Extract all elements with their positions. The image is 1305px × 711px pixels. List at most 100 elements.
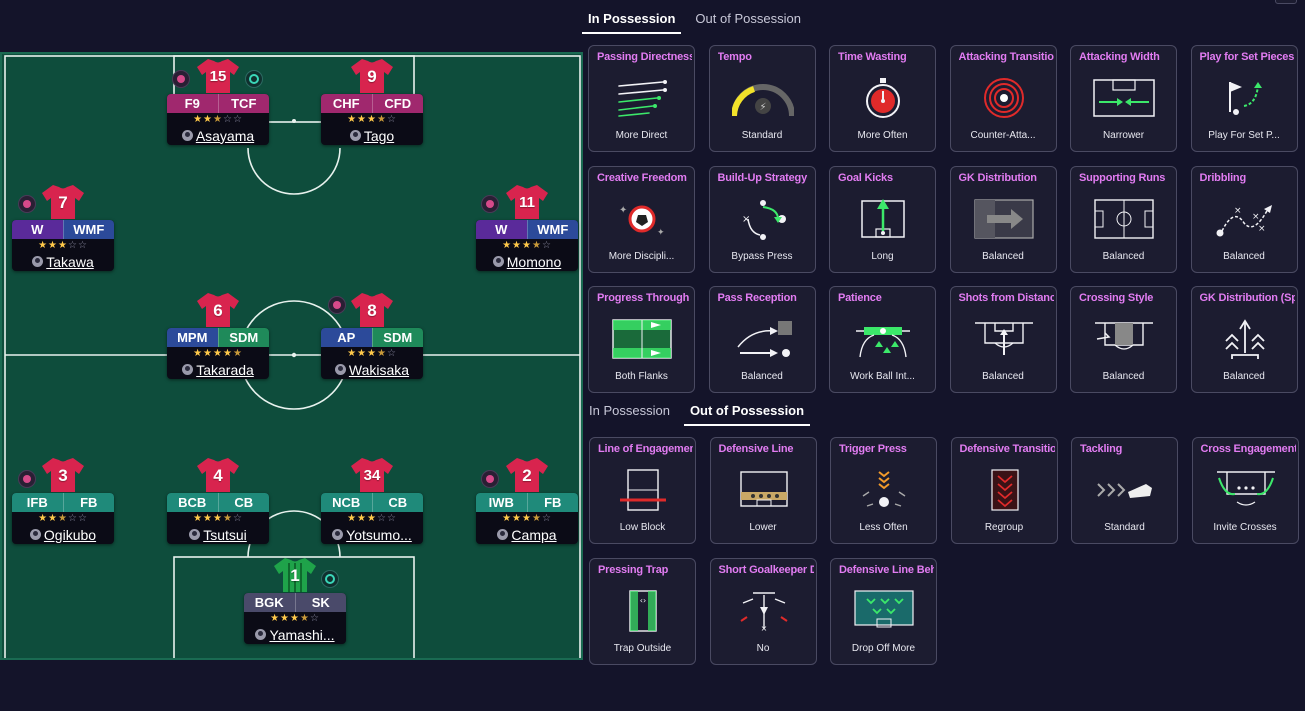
tactic-tile[interactable]: Crossing Style Balanced xyxy=(1070,286,1177,393)
player-card[interactable]: 4 BCB CB ★★★★☆ Tsutsui xyxy=(167,457,269,544)
tab-in-possession[interactable]: In Possession xyxy=(582,8,682,34)
secondary-role[interactable]: FB xyxy=(62,493,114,512)
primary-role[interactable]: NCB xyxy=(321,493,372,512)
player-name[interactable]: Tago xyxy=(363,127,395,144)
dribbling-icon: ××× xyxy=(1214,197,1276,241)
shirt-number: 7 xyxy=(58,193,68,212)
svg-text:×: × xyxy=(1234,206,1242,216)
tactic-tile[interactable]: Patience Work Ball Int... xyxy=(829,286,936,393)
tactic-value: More Often xyxy=(857,130,908,141)
primary-role[interactable]: W xyxy=(12,220,63,239)
primary-role[interactable]: F9 xyxy=(167,94,218,113)
tactic-tile[interactable]: GK Distribution (Speed Balanced xyxy=(1190,286,1298,393)
tactic-tile[interactable]: Supporting Runs Balanced xyxy=(1070,165,1177,273)
tactic-tile[interactable]: Defensive Line Lower xyxy=(709,437,817,544)
tactic-tile[interactable]: Line of Engagement Low Block xyxy=(589,437,696,544)
tactic-tile[interactable]: Pressing Trap ‹› Trap Outside xyxy=(589,557,696,665)
tactic-tile[interactable]: Tempo ⚡ Standard xyxy=(708,45,816,152)
player-name[interactable]: Ogikubo xyxy=(43,526,97,543)
tactic-value: Long xyxy=(871,250,894,262)
secondary-role[interactable]: FB xyxy=(526,493,578,512)
tactic-tile[interactable]: Cross Engagement Invite Crosses xyxy=(1191,437,1299,544)
secondary-role[interactable]: SDM xyxy=(371,328,423,347)
secondary-role[interactable]: WMF xyxy=(526,220,578,239)
player-status-badge[interactable] xyxy=(172,70,190,88)
player-card[interactable]: 9 CHF CFD ★★★★☆ Tago xyxy=(321,58,423,145)
player-info: AP SDM ★★★★☆ Wakisaka xyxy=(321,328,423,379)
player-status-badge[interactable] xyxy=(18,195,36,213)
tactic-tile[interactable]: Build-Up Strategy × Bypass Press xyxy=(708,165,816,273)
tactic-tile[interactable]: Goal Kicks Long xyxy=(829,165,936,273)
player-status-badge[interactable] xyxy=(245,70,263,88)
player-name[interactable]: Asayama xyxy=(195,127,255,144)
tactic-value: Balanced xyxy=(1102,371,1145,382)
player-card[interactable]: 15 F9 TCF ★★★☆☆ Asayama xyxy=(167,58,269,145)
primary-role[interactable]: IFB xyxy=(12,493,63,512)
primary-role[interactable]: MPM xyxy=(167,328,218,347)
primary-role[interactable]: AP xyxy=(321,328,372,347)
secondary-role[interactable]: SDM xyxy=(217,328,269,347)
role-row: F9 TCF xyxy=(167,94,269,113)
tactic-tile[interactable]: Passing Directness More Direct xyxy=(588,45,695,152)
tactic-tile[interactable]: Creative Freedom ✦✦ More Discipli... xyxy=(588,165,695,273)
primary-role[interactable]: W xyxy=(476,220,527,239)
avatar-icon xyxy=(181,130,193,141)
player-info: CHF CFD ★★★★☆ Tago xyxy=(321,94,423,145)
player-status-badge[interactable] xyxy=(18,470,36,488)
tactic-tile[interactable]: Pass Reception Balanced xyxy=(708,286,816,393)
player-status-badge[interactable] xyxy=(328,296,346,314)
player-card[interactable]: 34 NCB CB ★★★☆☆ Yotsumo... xyxy=(321,457,423,544)
player-card[interactable]: 6 MPM SDM ★★★★★ Takarada xyxy=(167,292,269,379)
pressing-trap-icon: ‹› xyxy=(612,589,674,633)
player-name[interactable]: Tsutsui xyxy=(203,526,247,543)
tactic-tile[interactable]: Shots from Distance Balanced xyxy=(949,286,1057,393)
player-name[interactable]: Wakisaka xyxy=(348,361,410,378)
primary-role[interactable]: BGK xyxy=(244,593,295,612)
secondary-role[interactable]: TCF xyxy=(217,94,269,113)
primary-role[interactable]: CHF xyxy=(321,94,372,113)
tab-out-of-possession[interactable]: Out of Possession xyxy=(695,11,801,26)
player-card[interactable]: 7 W WMF ★★★☆☆ Takawa xyxy=(12,184,114,271)
window-control-button[interactable] xyxy=(1275,0,1297,4)
tactic-tile[interactable]: Attacking Transition Counter-Atta... xyxy=(949,45,1057,152)
tactic-tile[interactable]: GK Distribution Balanced xyxy=(949,165,1057,273)
primary-role[interactable]: IWB xyxy=(476,493,527,512)
secondary-role[interactable]: CB xyxy=(217,493,269,512)
tactic-tile[interactable]: Attacking Width Narrower xyxy=(1070,45,1177,152)
player-card[interactable]: 11 W WMF ★★★★☆ Momono xyxy=(476,184,578,271)
secondary-role[interactable]: WMF xyxy=(62,220,114,239)
tactic-tile[interactable]: Short Goalkeeper Distr × No xyxy=(709,557,817,665)
primary-role[interactable]: BCB xyxy=(167,493,218,512)
secondary-role[interactable]: SK xyxy=(294,593,346,612)
player-status-badge[interactable] xyxy=(481,195,499,213)
football-sparkle-icon: ✦✦ xyxy=(611,197,673,241)
star-rating: ★★★★☆ xyxy=(167,512,269,525)
player-card[interactable]: 2 IWB FB ★★★★☆ Campa xyxy=(476,457,578,544)
tactic-tile[interactable]: Play for Set Pieces Play For Set P... xyxy=(1190,45,1298,152)
tactic-tile[interactable]: Defensive Transition Regroup xyxy=(950,437,1058,544)
tab-in-possession-2[interactable]: In Possession xyxy=(589,403,670,418)
player-info: BCB CB ★★★★☆ Tsutsui xyxy=(167,493,269,544)
player-status-badge[interactable] xyxy=(321,570,339,588)
player-card[interactable]: 1 BGK SK ★★★★☆ Yamashi... xyxy=(244,557,346,644)
tactic-tile[interactable]: Defensive Line Behavic Drop Off More xyxy=(830,557,937,665)
secondary-role[interactable]: CB xyxy=(371,493,423,512)
tactic-tile[interactable]: Progress Through Both Flanks xyxy=(588,286,695,393)
player-name[interactable]: Yamashi... xyxy=(269,626,335,643)
player-name[interactable]: Momono xyxy=(506,253,562,270)
player-name[interactable]: Campa xyxy=(511,526,557,543)
player-card[interactable]: 3 IFB FB ★★★☆☆ Ogikubo xyxy=(12,457,114,544)
tactic-title: Shots from Distance xyxy=(958,292,1054,304)
svg-text:✦: ✦ xyxy=(619,205,627,216)
player-status-badge[interactable] xyxy=(481,470,499,488)
tactic-tile[interactable]: Tackling Standard xyxy=(1071,437,1178,544)
player-card[interactable]: 8 AP SDM ★★★★☆ Wakisaka xyxy=(321,292,423,379)
tactic-tile[interactable]: Dribbling ××× Balanced xyxy=(1190,165,1298,273)
tactic-tile[interactable]: Time Wasting More Often xyxy=(829,45,936,152)
player-name[interactable]: Takarada xyxy=(196,361,254,378)
tactic-tile[interactable]: Trigger Press Less Often xyxy=(830,437,937,544)
tab-out-of-possession-2[interactable]: Out of Possession xyxy=(683,400,811,426)
secondary-role[interactable]: CFD xyxy=(371,94,423,113)
player-name[interactable]: Takawa xyxy=(46,253,94,270)
player-name[interactable]: Yotsumo... xyxy=(346,526,412,543)
